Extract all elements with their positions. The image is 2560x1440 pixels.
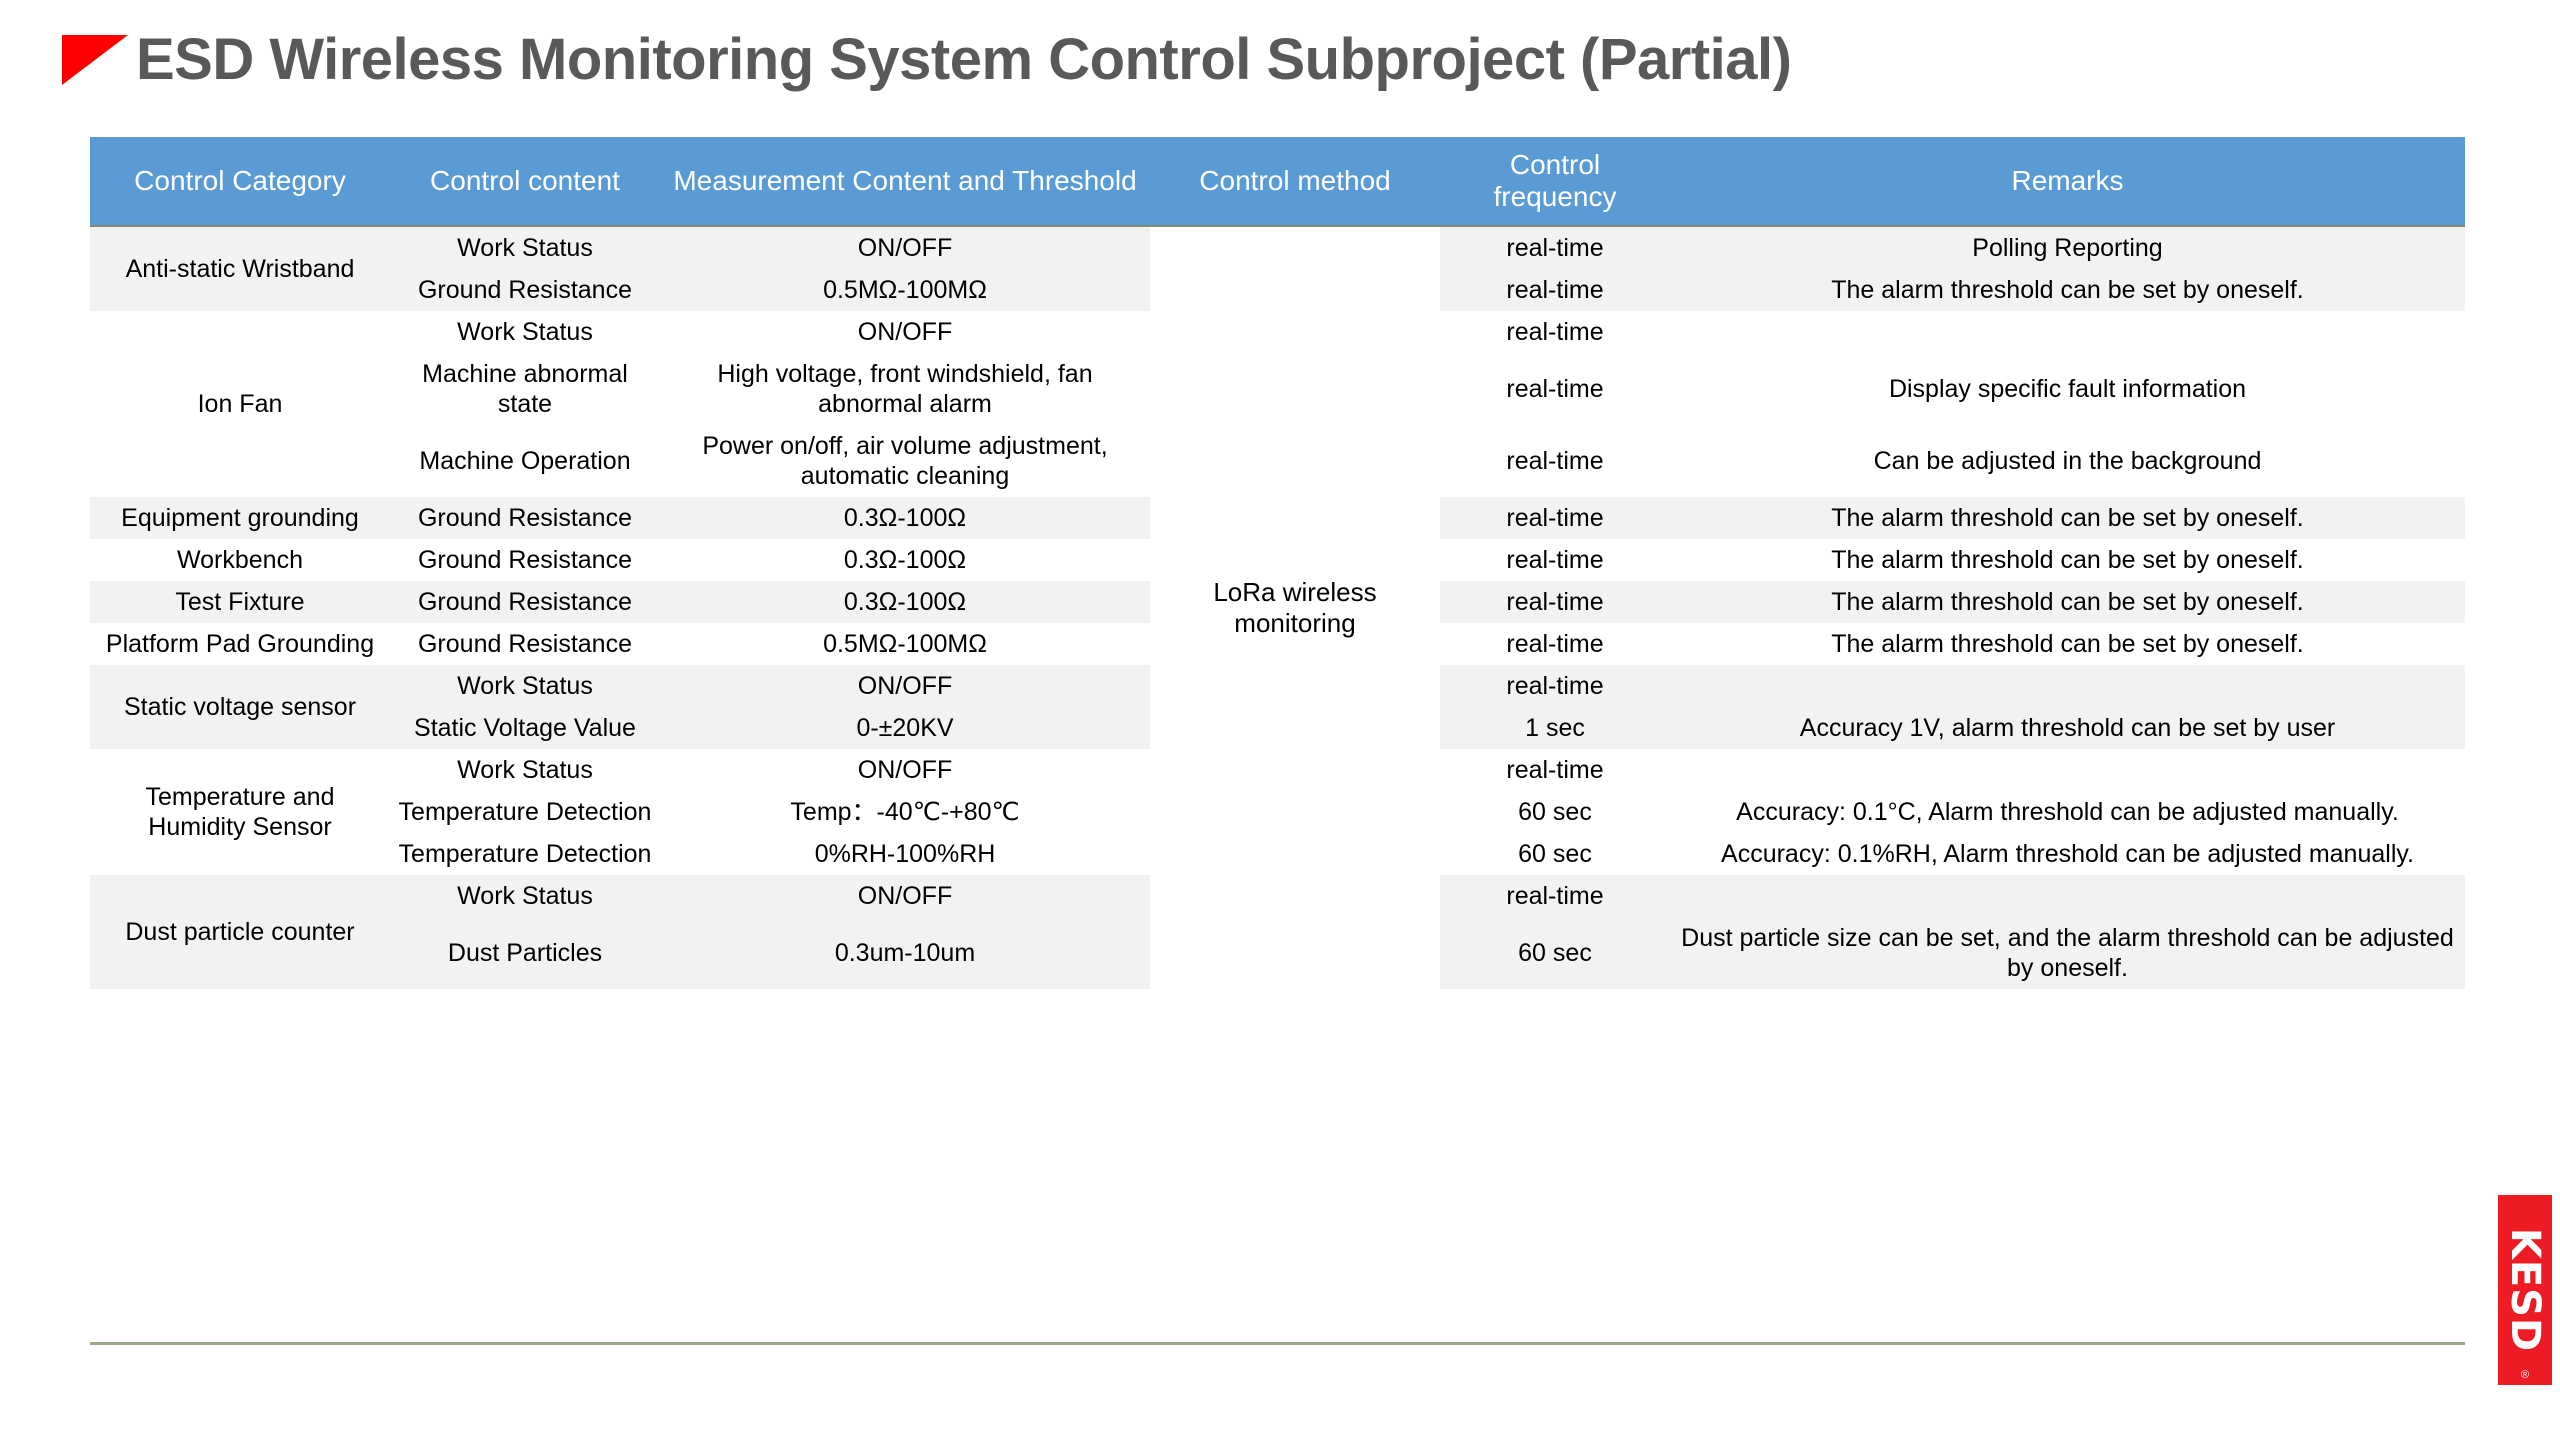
cell-control-content: Temperature Detection	[398, 798, 652, 827]
cell-measurement: 0.3Ω-100Ω	[843, 546, 967, 575]
control-subproject-table-wrapper: Control Category Control content Measure…	[90, 137, 2465, 990]
cell-measurement: 0.3Ω-100Ω	[843, 588, 967, 617]
table-body: Anti-static Wristband Work Status ON/OFF…	[90, 226, 2465, 990]
control-frequency-line2: frequency	[1493, 181, 1617, 213]
cell-frequency: real-time	[1506, 375, 1604, 404]
cell-category: Workbench	[177, 546, 303, 575]
column-header-control-category: Control Category	[90, 137, 390, 228]
cell-control-content: Ground Resistance	[417, 546, 632, 575]
page-title: ESD Wireless Monitoring System Control S…	[136, 27, 1792, 92]
table-header-row: Control Category Control content Measure…	[90, 137, 2465, 228]
cell-control-content: Ground Resistance	[417, 504, 632, 533]
cell-remarks: The alarm threshold can be set by onesel…	[1831, 630, 2304, 659]
cell-control-content: Temperature Detection	[398, 840, 652, 869]
cell-frequency: real-time	[1506, 234, 1604, 263]
cell-category: Test Fixture	[175, 588, 305, 617]
cell-frequency: 60 sec	[1518, 798, 1592, 827]
red-triangle-icon	[62, 35, 128, 85]
cell-remarks: Display specific fault information	[1888, 375, 2247, 404]
cell-control-content: Static Voltage Value	[414, 714, 636, 743]
cell-category: Anti-static Wristband	[125, 255, 355, 284]
cell-measurement: ON/OFF	[857, 756, 953, 785]
cell-remarks: The alarm threshold can be set by onesel…	[1831, 276, 2304, 305]
page-header: ESD Wireless Monitoring System Control S…	[0, 20, 2560, 100]
cell-remarks: The alarm threshold can be set by onesel…	[1831, 546, 2304, 575]
column-header-measurement: Measurement Content and Threshold	[660, 137, 1150, 228]
cell-frequency: real-time	[1506, 882, 1604, 911]
cell-remarks: The alarm threshold can be set by onesel…	[1831, 588, 2304, 617]
cell-control-content: Work Status	[457, 672, 593, 701]
cell-category: Ion Fan	[197, 390, 283, 419]
cell-remarks: Accuracy 1V, alarm threshold can be set …	[1799, 714, 2336, 743]
cell-control-content: Ground Resistance	[417, 630, 632, 659]
cell-frequency: real-time	[1506, 276, 1604, 305]
column-header-control-content: Control content	[390, 137, 660, 228]
cell-frequency: real-time	[1506, 546, 1604, 575]
cell-frequency: real-time	[1506, 588, 1604, 617]
cell-frequency: 1 sec	[1525, 714, 1585, 743]
cell-measurement: Power on/off, air volume adjustment, aut…	[702, 432, 1108, 491]
cell-control-method: LoRa wireless monitoring	[1150, 226, 1440, 990]
kesd-logo: KESD ®	[2498, 1195, 2552, 1385]
cell-frequency: real-time	[1506, 447, 1604, 476]
cell-frequency: 60 sec	[1518, 939, 1592, 968]
cell-measurement: Temp：-40℃-+80℃	[790, 798, 1020, 827]
table-bottom-rule	[90, 1342, 2465, 1345]
cell-category: Dust particle counter	[125, 918, 355, 947]
cell-remarks	[1670, 665, 2465, 707]
control-frequency-line1: Control	[1509, 149, 1601, 180]
cell-measurement: ON/OFF	[857, 882, 953, 911]
cell-measurement: 0%RH-100%RH	[814, 840, 996, 869]
cell-measurement: ON/OFF	[857, 318, 953, 347]
cell-control-content: Ground Resistance	[417, 588, 632, 617]
cell-control-content: Work Status	[457, 318, 593, 347]
cell-control-content: Machine Operation	[419, 447, 631, 476]
column-header-remarks: Remarks	[1670, 137, 2465, 228]
cell-category: Platform Pad Grounding	[105, 630, 375, 659]
cell-control-content: Work Status	[457, 756, 593, 785]
cell-measurement: High voltage, front windshield, fan abno…	[717, 360, 1093, 419]
cell-category: Static voltage sensor	[123, 693, 357, 722]
cell-category: Equipment grounding	[121, 504, 359, 533]
cell-measurement: 0.5MΩ-100MΩ	[823, 276, 987, 305]
cell-frequency: real-time	[1506, 630, 1604, 659]
registered-mark: ®	[2520, 1369, 2530, 1381]
cell-measurement: ON/OFF	[857, 672, 953, 701]
cell-frequency: real-time	[1506, 756, 1604, 785]
cell-control-content: Ground Resistance	[417, 276, 632, 305]
cell-frequency: 60 sec	[1518, 840, 1592, 869]
column-header-control-frequency: Control frequency	[1440, 137, 1670, 228]
cell-control-content: Machine abnormal state	[422, 360, 628, 419]
kesd-logo-text: KESD	[2502, 1227, 2548, 1353]
cell-remarks: Polling Reporting	[1972, 234, 2163, 263]
cell-measurement: 0.3Ω-100Ω	[843, 504, 967, 533]
control-subproject-table: Control Category Control content Measure…	[90, 137, 2465, 990]
cell-measurement: 0.3um-10um	[834, 939, 976, 968]
cell-measurement: 0-±20KV	[856, 714, 954, 743]
cell-measurement: 0.5MΩ-100MΩ	[823, 630, 987, 659]
cell-frequency: real-time	[1506, 672, 1604, 701]
cell-frequency: real-time	[1506, 504, 1604, 533]
table-row: Anti-static Wristband Work Status ON/OFF…	[90, 226, 2465, 990]
cell-control-content: Work Status	[457, 234, 593, 263]
cell-control-content: Dust Particles	[447, 939, 603, 968]
cell-remarks: Can be adjusted in the background	[1873, 447, 2262, 476]
cell-control-content: Work Status	[457, 882, 593, 911]
cell-remarks: Accuracy: 0.1°C, Alarm threshold can be …	[1736, 798, 2399, 827]
cell-measurement: ON/OFF	[857, 234, 953, 263]
cell-remarks: Accuracy: 0.1%RH, Alarm threshold can be…	[1721, 840, 2414, 869]
cell-remarks: The alarm threshold can be set by onesel…	[1831, 504, 2304, 533]
cell-frequency: real-time	[1506, 318, 1604, 347]
cell-remarks	[1670, 875, 2465, 917]
cell-category: Temperature and Humidity Sensor	[145, 783, 335, 842]
column-header-control-method: Control method	[1150, 137, 1440, 228]
cell-remarks	[1670, 311, 2465, 353]
cell-remarks	[1670, 749, 2465, 791]
cell-remarks: Dust particle size can be set, and the a…	[1681, 924, 2454, 983]
